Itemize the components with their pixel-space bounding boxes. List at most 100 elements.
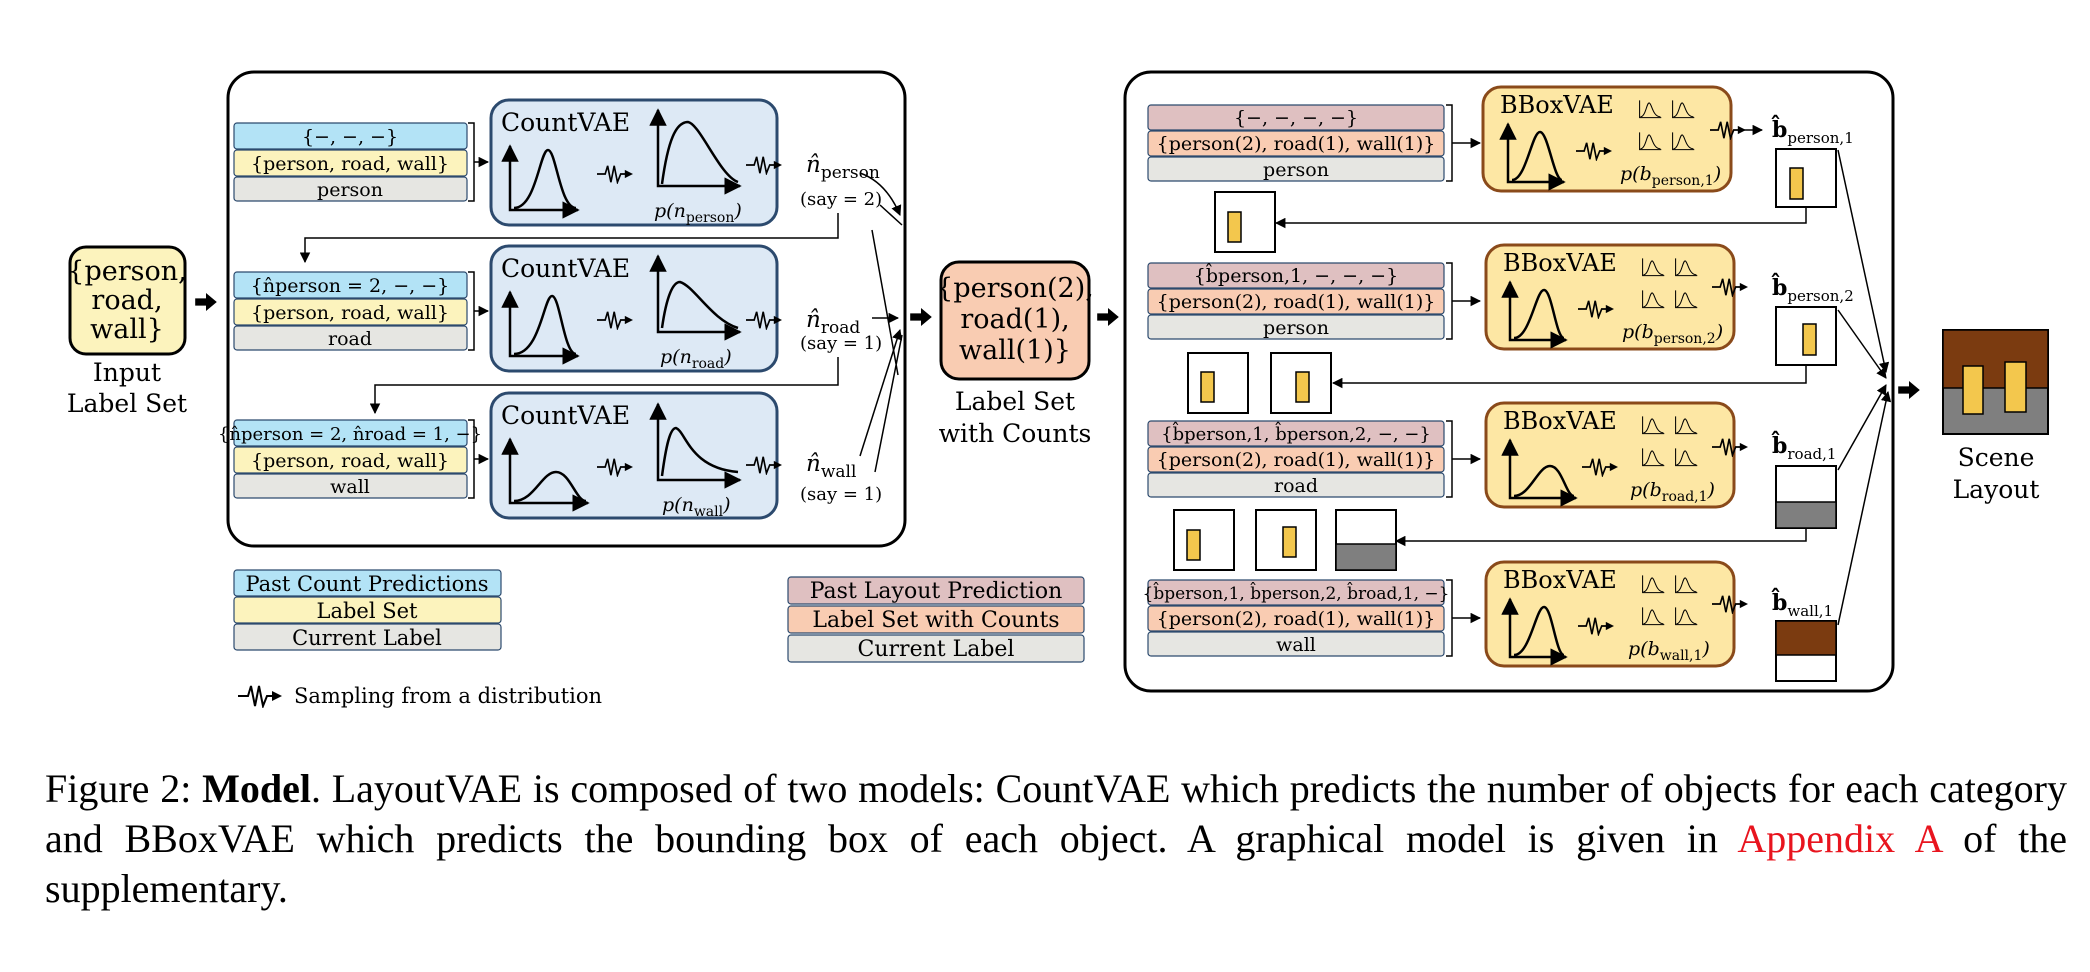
bbox-dist-2-sub: person,2: [1654, 331, 1716, 347]
counts-line2: road(1),: [960, 304, 1069, 335]
input-label-line2: road,: [91, 285, 162, 316]
svg-text:p(nperson): p(nperson): [654, 200, 742, 226]
count-row-1: {−, −, −} {person, road, wall} person Co…: [233, 98, 882, 227]
appendix-link[interactable]: Appendix A: [1737, 816, 1942, 861]
bbox-dist-4: p(b: [1628, 638, 1660, 660]
count-row-1-past: {−, −, −}: [302, 126, 398, 148]
countvae-panel: [226, 70, 907, 548]
bbox-row-3-labelset: {person(2), road(1), wall(1)}: [1157, 449, 1436, 471]
legend-count-labelset: Label Set: [317, 599, 419, 623]
flow-arrow-icon: [1898, 381, 1920, 399]
count-out-2-sub: road: [821, 318, 860, 338]
sampling-legend-text: Sampling from a distribution: [294, 684, 602, 708]
count-row-3: {n̂person = 2, n̂road = 1, −} {person, r…: [218, 391, 882, 520]
bboxvae-panel: [1123, 70, 1895, 693]
bbox-out-3-sub: road,1: [1787, 445, 1836, 463]
svg-text:b̂wall,1: b̂wall,1: [1771, 588, 1833, 620]
layout-canvas-3a: [1173, 509, 1235, 571]
legend-countvae: Past Count Predictions Label Set Current…: [233, 569, 502, 651]
legend-count-current: Current Label: [292, 626, 442, 650]
countvae-2-title: CountVAE: [501, 254, 630, 283]
bbox-row-4: {b̂person,1, b̂person,2, b̂road,1, −} {p…: [1143, 560, 1837, 682]
count-out-3: n̂: [806, 451, 821, 477]
flow-arrow-icon: [1097, 308, 1119, 326]
count-row-1-labelset: {person, road, wall}: [251, 153, 449, 175]
count-row-1-current: person: [317, 179, 383, 201]
caption-bold: Model: [202, 766, 311, 811]
model-figure: {person, road, wall} Input Label Set {−,…: [67, 70, 2049, 708]
figure-caption: Figure 2: Model. LayoutVAE is composed o…: [45, 764, 2067, 914]
person-box: [1200, 371, 1215, 403]
bbox-row-1-past: {−, −, −, −}: [1234, 107, 1358, 129]
svg-text:n̂wall: n̂wall: [806, 451, 856, 482]
person-box: [1227, 211, 1242, 243]
count-say-1: (say = 2): [800, 189, 882, 210]
counts-line1: {person(2),: [936, 273, 1094, 304]
count-dist-3-sub: wall: [694, 504, 724, 520]
person-box: [1186, 529, 1201, 561]
bbox-row-3-current: road: [1274, 475, 1318, 497]
count-dist-3: p(n: [662, 494, 694, 516]
counts-caption-line1: Label Set: [955, 387, 1075, 416]
counts-caption-line2: with Counts: [939, 419, 1092, 448]
legend-layout-past: Past Layout Prediction: [810, 579, 1063, 604]
bbox-dist-4-sub: wall,1: [1660, 648, 1703, 664]
flow-arrow-icon: [195, 293, 217, 311]
wall-region: [1942, 329, 2049, 389]
count-out-2: n̂: [806, 307, 821, 333]
svg-text:p(nwall): p(nwall): [662, 494, 731, 520]
count-row-2: {n̂person = 2, −, −} {person, road, wall…: [233, 244, 882, 373]
legend-sampling: Sampling from a distribution: [238, 684, 602, 708]
count-dist-1: p(n: [654, 200, 686, 222]
bbox-dist-2: p(b: [1622, 321, 1654, 343]
bbox-dist-3-sub: road,1: [1662, 489, 1708, 505]
count-out-1-sub: person: [821, 163, 880, 183]
bbox-row-1-current: person: [1263, 159, 1329, 181]
count-row-3-past: {n̂person = 2, n̂road = 1, −}: [218, 424, 482, 445]
label-set-with-counts: {person(2), road(1), wall(1)} Label Set …: [936, 260, 1094, 448]
input-caption-line1: Input: [93, 358, 161, 387]
input-label-set: {person, road, wall} Input Label Set: [67, 245, 187, 418]
count-dist-1-sub: person: [686, 210, 735, 226]
count-row-2-past: {n̂person = 2, −, −}: [251, 275, 449, 297]
bbox-row-2: {b̂person,1, −, −, −} {person(2), road(1…: [1147, 243, 1854, 366]
count-say-3: (say = 1): [800, 484, 882, 505]
bbox-dist-1-sub: person,1: [1652, 173, 1714, 189]
count-row-3-labelset: {person, road, wall}: [251, 450, 449, 472]
legend-layout-labelset: Label Set with Counts: [812, 608, 1059, 633]
count-dist-2: p(n: [660, 346, 692, 368]
layout-canvas-1: [1214, 191, 1276, 253]
bbox-out-2-sub: person,2: [1787, 287, 1853, 305]
bbox-row-3: {b̂person,1, b̂person,2, −, −} {person(2…: [1147, 401, 1837, 529]
layout-canvas-2a: [1187, 352, 1249, 414]
svg-text:b̂road,1: b̂road,1: [1771, 431, 1836, 463]
svg-text:p(bwall,1): p(bwall,1): [1628, 638, 1710, 664]
person-box: [1962, 365, 1984, 415]
bbox-row-4-current: wall: [1276, 634, 1316, 656]
countvae-3-title: CountVAE: [501, 401, 630, 430]
wall-region: [1775, 620, 1837, 656]
count-dist-2-sub: road: [692, 356, 724, 372]
input-label-line3: wall}: [90, 314, 164, 345]
svg-text:n̂road: n̂road: [806, 307, 860, 338]
scene-layout: Scene Layout: [1942, 329, 2049, 504]
bbox-out-4: b̂: [1771, 588, 1787, 616]
bbox-out-3: b̂: [1771, 431, 1787, 459]
bbox-row-3-past: {b̂person,1, b̂person,2, −, −}: [1161, 420, 1431, 445]
caption-prefix: Figure 2:: [45, 766, 203, 811]
count-row-2-labelset: {person, road, wall}: [251, 302, 449, 324]
count-row-3-current: wall: [330, 476, 370, 498]
bbox-row-2-labelset: {person(2), road(1), wall(1)}: [1157, 291, 1436, 313]
bbox-output-canvas-1: [1775, 148, 1837, 208]
svg-text:b̂person,1: b̂person,1: [1771, 115, 1854, 147]
legend-bboxvae: Past Layout Prediction Label Set with Co…: [787, 576, 1085, 663]
scene-caption-line2: Layout: [1953, 475, 2040, 504]
svg-text:b̂person,2: b̂person,2: [1771, 273, 1854, 305]
svg-text:n̂person: n̂person: [806, 152, 880, 183]
bbox-row-2-current: person: [1263, 317, 1329, 339]
person-box: [1295, 371, 1310, 403]
counts-line3: wall(1)}: [959, 335, 1071, 366]
bbox-row-4-past: {b̂person,1, b̂person,2, b̂road,1, −}: [1143, 582, 1450, 604]
bbox-row-4-labelset: {person(2), road(1), wall(1)}: [1157, 608, 1436, 630]
person-box: [1282, 526, 1297, 558]
